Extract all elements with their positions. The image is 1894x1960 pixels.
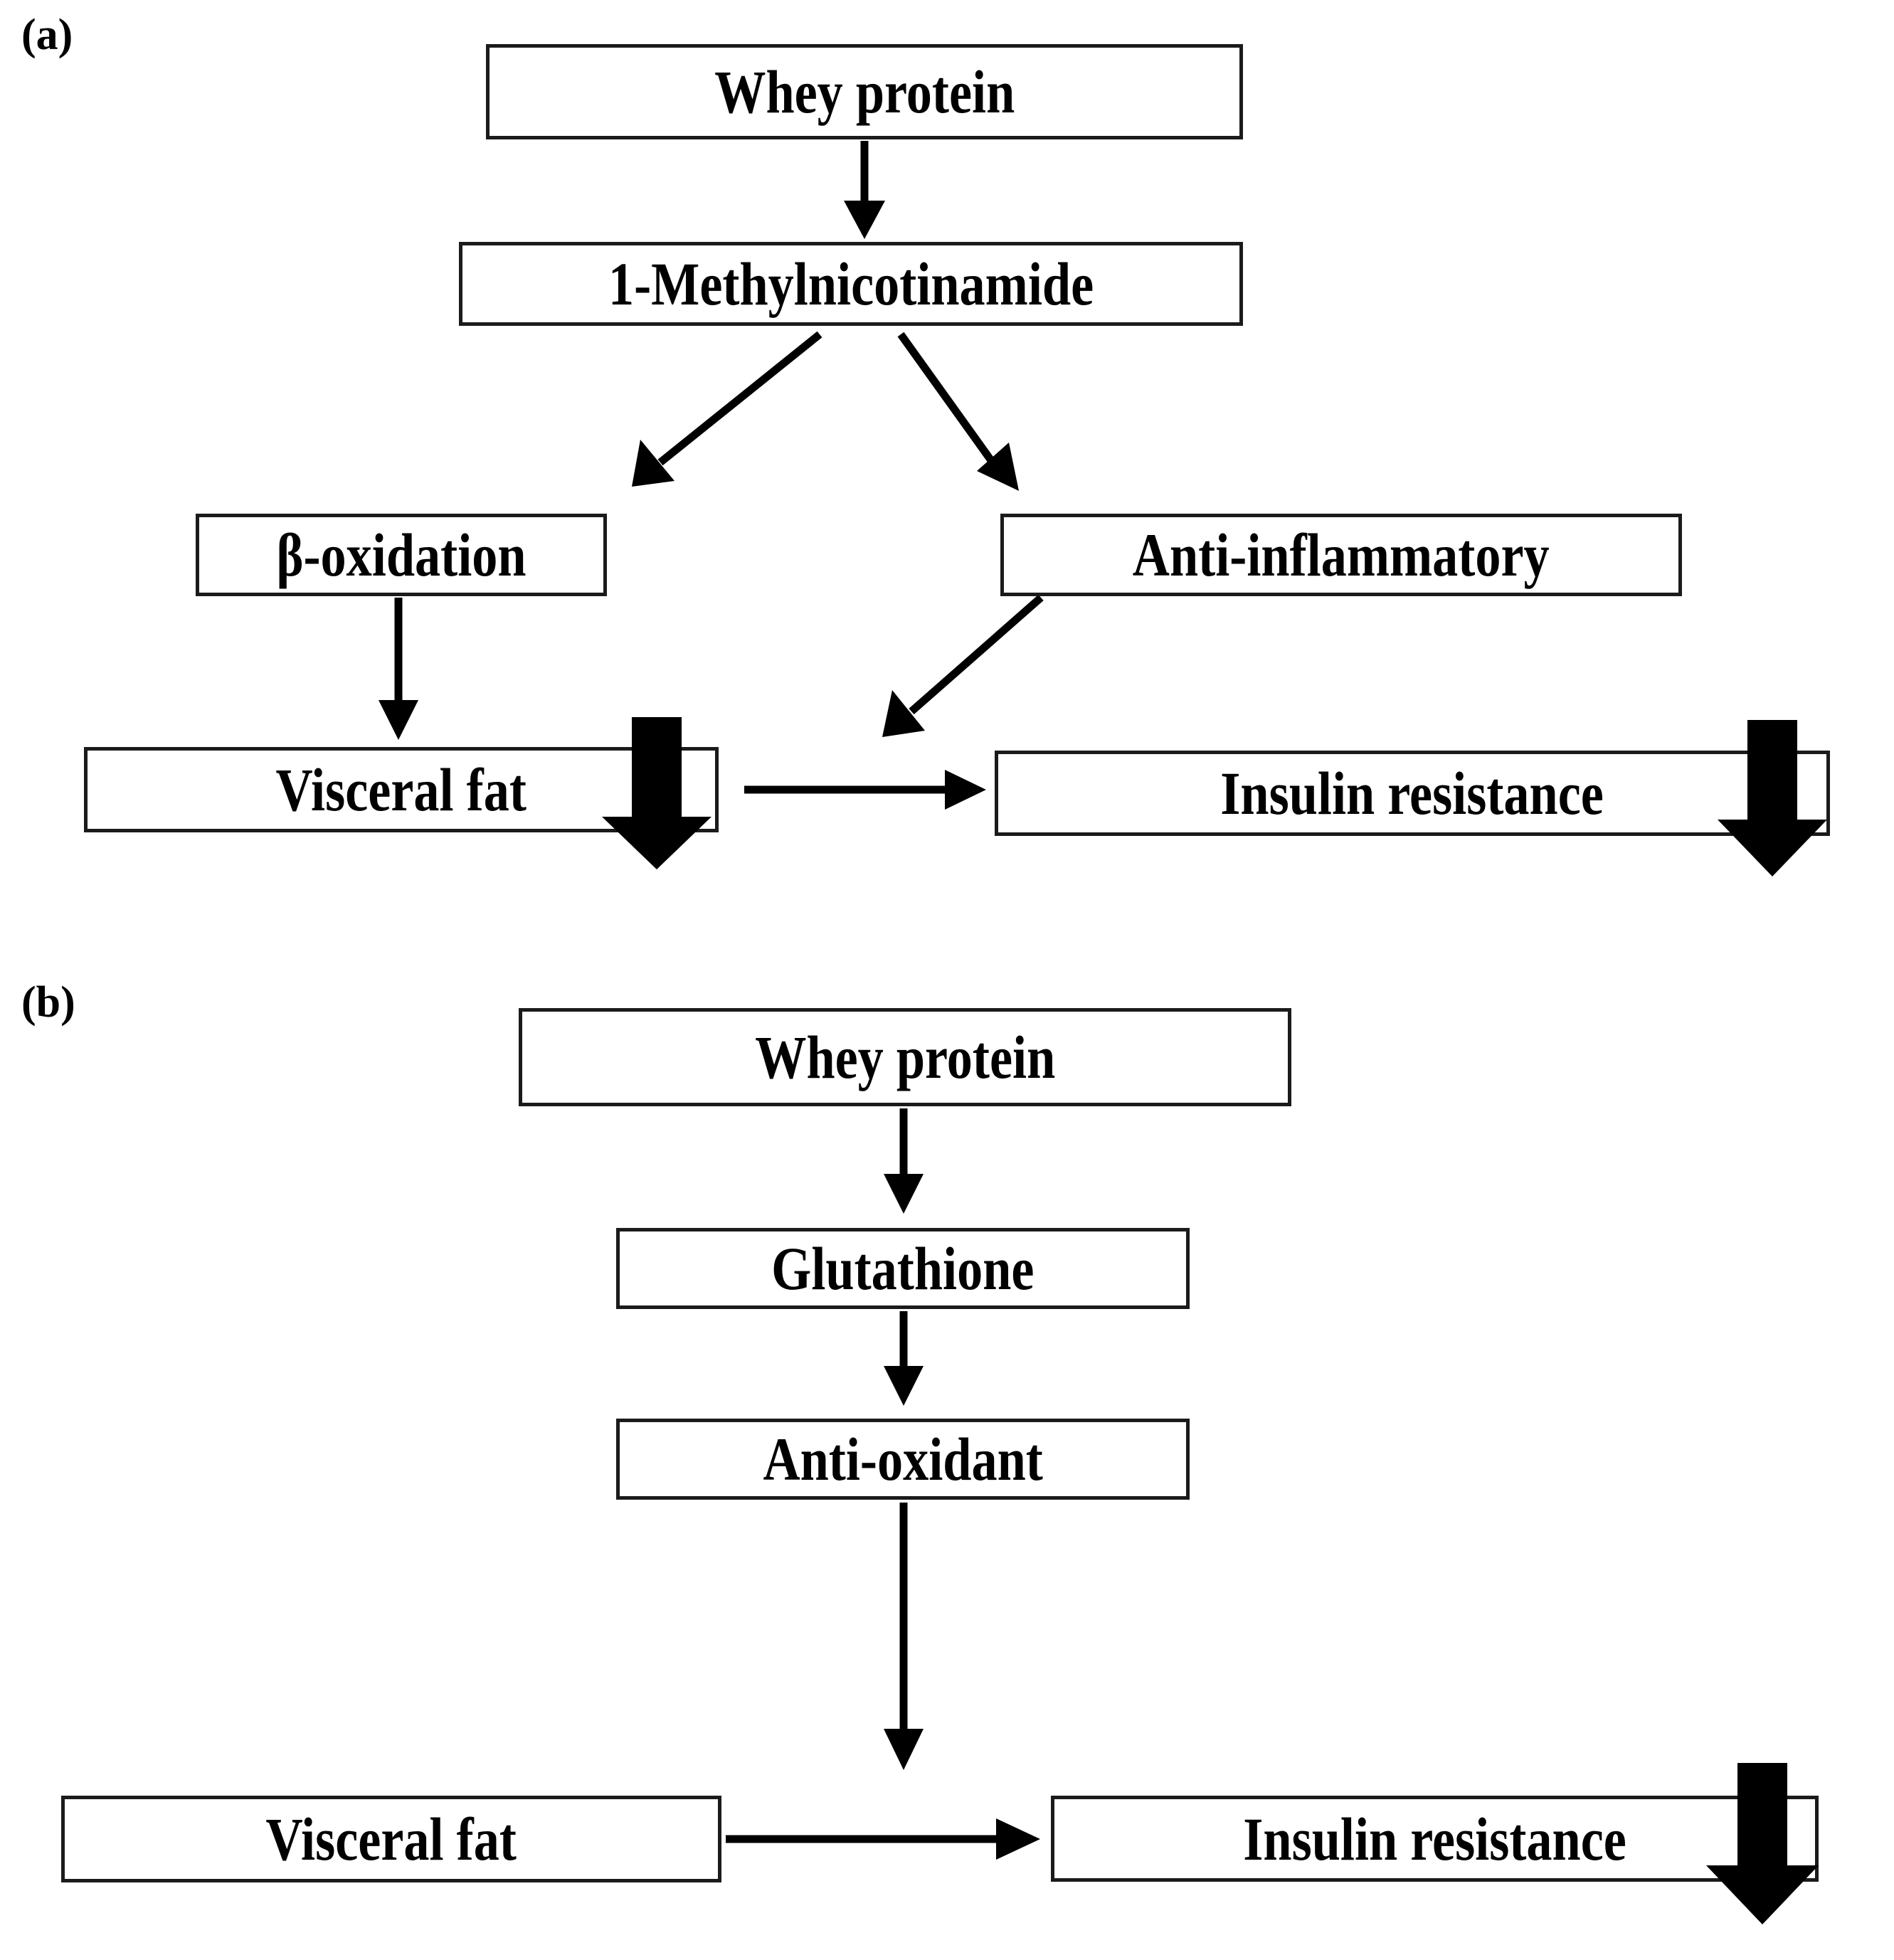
node-a-whey-protein[interactable]: Whey protein xyxy=(486,44,1243,139)
arrow-a-anti-inflammatory-to-visceral-fat xyxy=(882,594,1044,737)
arrow-a-whey-to-mna xyxy=(844,141,885,239)
node-b-visceral-fat[interactable]: Visceral fat xyxy=(61,1796,721,1882)
arrow-b-glutathione-to-anti-oxidant xyxy=(884,1311,924,1406)
node-a-beta-oxidation-text: β-oxidation xyxy=(276,521,527,589)
node-b-glutathione-text: Glutathione xyxy=(771,1234,1035,1303)
node-a-insulin-resistance-text: Insulin resistance xyxy=(1220,759,1604,827)
node-a-1-methylnicotinamide-text: 1-Methylnicotinamide xyxy=(608,250,1094,318)
node-b-insulin-resistance-text: Insulin resistance xyxy=(1243,1804,1626,1873)
arrow-a-mna-to-beta-oxidation xyxy=(632,331,822,487)
node-a-visceral-fat[interactable]: Visceral fat xyxy=(84,747,719,832)
panel-a-label: (a) xyxy=(21,11,73,59)
node-b-whey-protein-text: Whey protein xyxy=(754,1023,1056,1091)
arrow-b-whey-to-glutathione xyxy=(884,1108,924,1214)
arrow-b-visceral-fat-to-insulin-resistance xyxy=(726,1818,1040,1860)
node-b-glutathione[interactable]: Glutathione xyxy=(616,1228,1190,1309)
node-b-anti-oxidant-text: Anti-oxidant xyxy=(763,1425,1043,1493)
node-b-insulin-resistance[interactable]: Insulin resistance xyxy=(1051,1796,1819,1882)
node-a-anti-inflammatory-text: Anti-inflammatory xyxy=(1133,521,1550,589)
node-a-1-methylnicotinamide[interactable]: 1-Methylnicotinamide xyxy=(459,242,1243,326)
arrow-b-anti-oxidant-to-insulin-resistance xyxy=(884,1503,924,1770)
arrow-a-visceral-fat-to-insulin-resistance xyxy=(744,770,986,810)
node-b-visceral-fat-text: Visceral fat xyxy=(265,1805,517,1873)
panel-b-label: (b) xyxy=(21,978,75,1027)
node-a-beta-oxidation[interactable]: β-oxidation xyxy=(196,514,607,596)
node-a-anti-inflammatory[interactable]: Anti-inflammatory xyxy=(1000,514,1682,596)
node-b-whey-protein[interactable]: Whey protein xyxy=(519,1008,1291,1106)
arrow-a-mna-to-anti-inflammatory xyxy=(897,332,1019,491)
arrow-a-beta-oxidation-to-visceral-fat xyxy=(379,598,418,740)
node-b-anti-oxidant[interactable]: Anti-oxidant xyxy=(616,1419,1190,1500)
node-a-visceral-fat-text: Visceral fat xyxy=(275,756,527,824)
node-a-whey-protein-text: Whey protein xyxy=(714,58,1015,126)
node-a-insulin-resistance[interactable]: Insulin resistance xyxy=(995,751,1830,836)
